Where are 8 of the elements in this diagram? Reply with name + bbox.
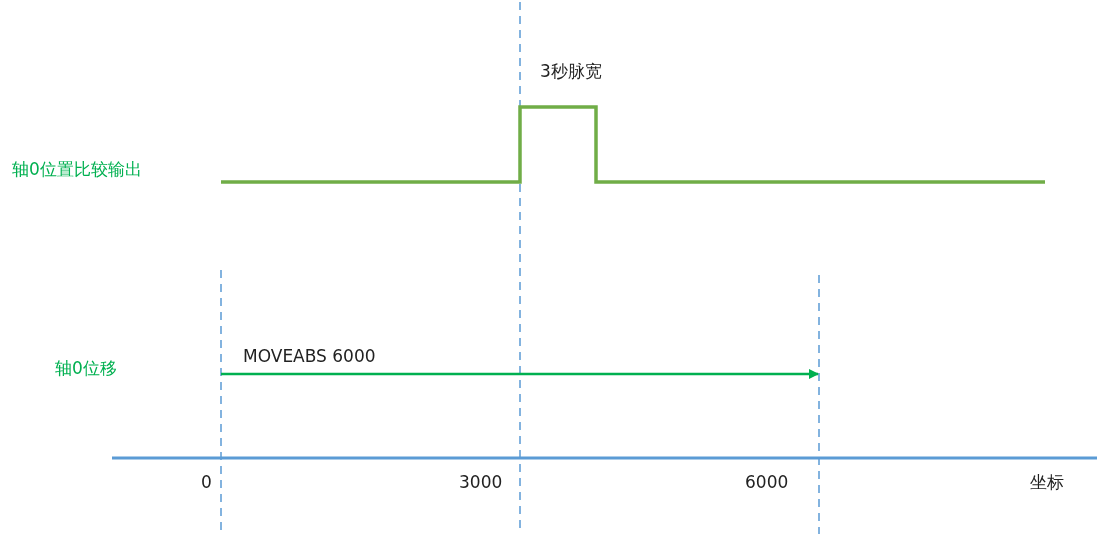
signal-label: 轴0位置比较输出 — [12, 158, 142, 180]
pulse-width-label: 3秒脉宽 — [540, 60, 602, 82]
tick-label: 6000 — [745, 471, 789, 493]
signal-label: 轴0位移 — [55, 357, 117, 379]
axis-title: 坐标 — [1030, 471, 1064, 493]
tick-label: 0 — [201, 471, 212, 493]
tick-label: 3000 — [459, 471, 503, 493]
command-label: MOVEABS 6000 — [243, 345, 376, 367]
